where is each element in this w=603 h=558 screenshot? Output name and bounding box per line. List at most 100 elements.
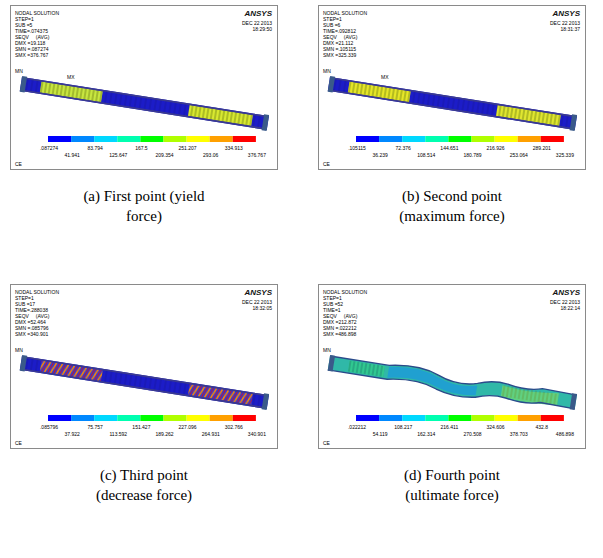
solution-info: STEP=1 (15, 295, 34, 301)
legend-value: 162.314 (417, 431, 435, 437)
legend-value: 486.898 (556, 431, 574, 437)
solution-info: SMX =340.901 (15, 331, 48, 337)
solution-info: SEQV (AVG) (15, 34, 49, 40)
solution-info: TIME=.288038 (15, 307, 48, 313)
solution-info: SMN =.085796 (15, 325, 49, 331)
legend-value: 108.217 (394, 424, 412, 430)
timestamp: DEC 22 2013 (550, 20, 580, 26)
view-label: CE (15, 440, 22, 446)
solution-info: SMN =.022212 (323, 325, 357, 331)
legend-value: 41.941 (64, 152, 79, 158)
legend-value: 216.926 (487, 145, 505, 151)
legend-value: .085796 (40, 424, 58, 430)
legend-value: 83.794 (88, 145, 103, 151)
solution-info: SMN =.087274 (15, 46, 49, 52)
solution-info: SMX =376.767 (15, 52, 48, 58)
software-logo: ANSYS (552, 288, 580, 297)
legend-value: 37.922 (64, 431, 79, 437)
view-label: CE (15, 161, 22, 167)
legend-value: 54.119 (373, 431, 388, 437)
timestamp: DEC 22 2013 (242, 20, 272, 26)
solution-info: DMX =52.464 (15, 319, 46, 325)
solution-info: DMX =21.112 (323, 40, 353, 46)
legend-value: 209.354 (155, 152, 173, 158)
subfigure-caption: (b) Second point (maximum force) (387, 186, 517, 226)
legend-value: 378.703 (510, 431, 528, 437)
beam-model (20, 355, 269, 410)
solution-info: DMX =19.118 (15, 40, 45, 46)
legend-value: 144.651 (440, 145, 458, 151)
legend-value: 108.514 (417, 152, 435, 158)
legend-value: 302.766 (225, 424, 243, 430)
legend-value: 432.8 (536, 424, 549, 430)
max-marker: MX (381, 74, 389, 80)
view-label: CE (323, 161, 330, 167)
beam-model (327, 353, 577, 414)
result-panel: NODAL SOLUTIONSTEP=1SUB =6TIME=.092812SE… (318, 5, 586, 170)
timestamp: 18:31:37 (561, 26, 580, 32)
legend-value: 253.064 (510, 152, 528, 158)
solution-info: TIME=1 (323, 307, 341, 313)
solution-info: NODAL SOLUTION (15, 10, 59, 16)
legend-value: 113.592 (109, 431, 127, 437)
legend-value: 151.427 (132, 424, 150, 430)
legend-value: 325.339 (556, 152, 574, 158)
legend-value: .105115 (348, 145, 366, 151)
solution-info: SEQV (AVG) (323, 34, 357, 40)
solution-info: SUB =17 (15, 301, 35, 307)
solution-info: NODAL SOLUTION (323, 10, 367, 16)
result-panel: NODAL SOLUTIONSTEP=1SUB =17TIME=.288038S… (10, 284, 278, 449)
legend-value: 36.239 (372, 152, 387, 158)
min-marker: MN (15, 68, 23, 74)
subfigure-caption: (a) First point (yield force) (79, 186, 209, 226)
timestamp: DEC 22 2013 (550, 299, 580, 305)
solution-info: SUB =52 (323, 301, 343, 307)
legend-value: 334.913 (225, 145, 243, 151)
result-panel: NODAL SOLUTIONSTEP=1SUB =52TIME=1SEQV (A… (318, 284, 586, 449)
legend-value: 340.901 (248, 431, 266, 437)
solution-info: DMX =212.872 (323, 319, 357, 325)
beam-model (328, 76, 577, 131)
solution-info: NODAL SOLUTION (323, 289, 367, 295)
legend-value: 264.931 (202, 431, 220, 437)
software-logo: ANSYS (552, 9, 580, 18)
legend-value: 72.376 (396, 145, 411, 151)
legend-value: 293.06 (203, 152, 218, 158)
solution-info: SEQV (AVG) (323, 313, 357, 319)
legend-value: .087274 (40, 145, 58, 151)
legend-value: 227.096 (179, 424, 197, 430)
legend-value: 167.5 (135, 145, 148, 151)
legend-value: 125.647 (109, 152, 127, 158)
timestamp: 18:32:05 (253, 305, 272, 311)
solution-info: TIME=.092812 (323, 28, 356, 34)
solution-info: SMX =486.898 (323, 331, 356, 337)
legend-value: 216.411 (441, 424, 459, 430)
solution-info: NODAL SOLUTION (15, 289, 59, 295)
beam-model (20, 76, 269, 131)
solution-info: SUB =6 (323, 22, 340, 28)
solution-info: STEP=1 (323, 295, 342, 301)
min-marker: MN (323, 347, 331, 353)
solution-info: SMN =.105115 (323, 46, 356, 52)
timestamp: 18:29:50 (253, 26, 272, 32)
legend-value: 270.508 (463, 431, 481, 437)
solution-info: STEP=1 (15, 16, 34, 22)
software-logo: ANSYS (244, 9, 272, 18)
legend-value: 251.207 (179, 145, 197, 151)
legend-value: 289.201 (533, 145, 551, 151)
software-logo: ANSYS (244, 288, 272, 297)
solution-info: TIME=.074375 (15, 28, 48, 34)
legend-value: 75.757 (88, 424, 103, 430)
timestamp: 18:22:14 (561, 305, 580, 311)
subfigure-caption: (c) Third point (decrease force) (79, 465, 209, 505)
timestamp: DEC 22 2013 (242, 299, 272, 305)
solution-info: SMX =325.339 (323, 52, 356, 58)
legend-value: 180.789 (463, 152, 481, 158)
legend-value: 324.606 (487, 424, 505, 430)
min-marker: MN (323, 68, 331, 74)
min-marker: MN (15, 347, 23, 353)
legend-value: .022212 (348, 424, 366, 430)
result-panel: NODAL SOLUTIONSTEP=1SUB =5TIME=.074375SE… (10, 5, 278, 170)
max-marker: MX (67, 74, 75, 80)
